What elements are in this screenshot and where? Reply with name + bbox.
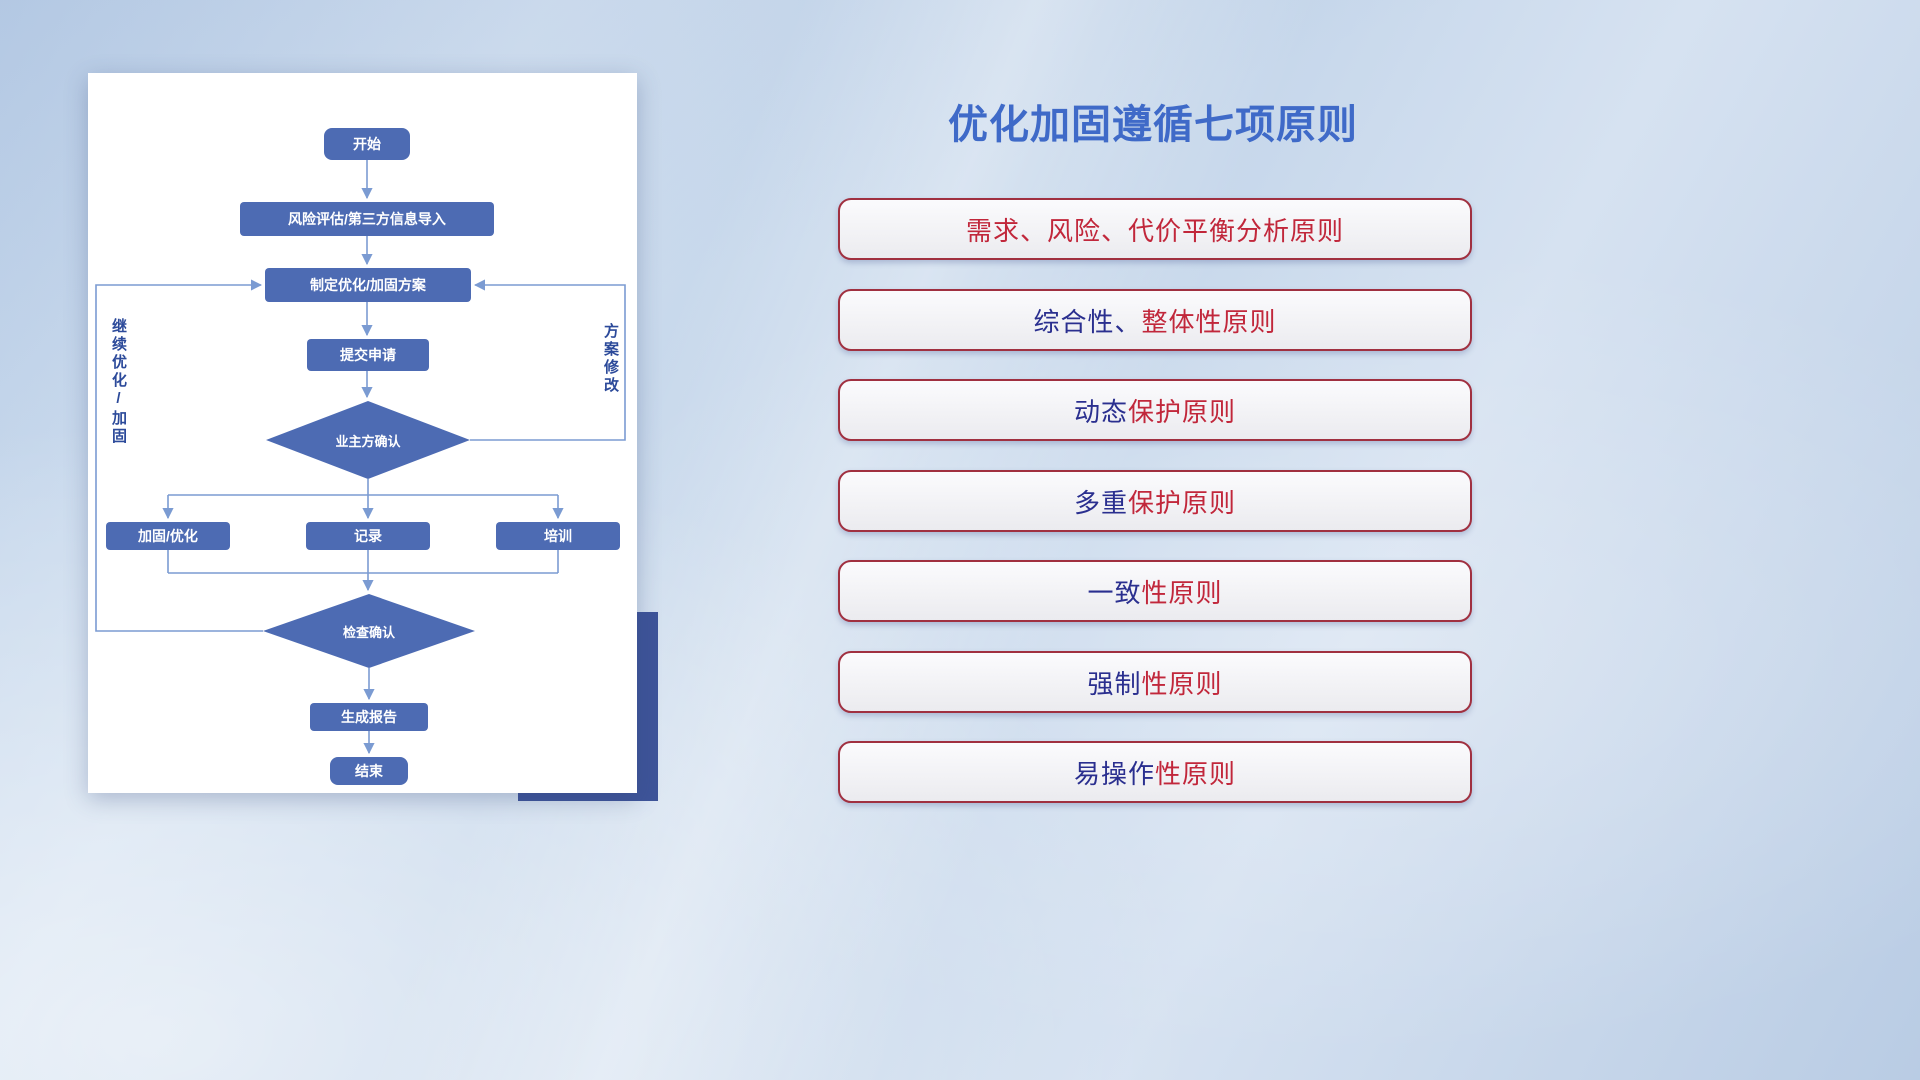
flow-node-submit-application: 提交申请 [307,339,429,371]
flow-node-end: 结束 [330,757,408,785]
principle-item-4: 多重保护原则 [838,470,1472,532]
flow-node-generate-report: 生成报告 [310,703,428,731]
principle-text-red: 性原则 [1141,577,1223,608]
principle-text-red: 性原则 [1155,758,1237,789]
flow-label-continue-optimize: 继续优化/加固 [110,318,127,446]
principle-item-1: 需求、风险、代价平衡分析原则 [838,198,1472,260]
principle-text-blue: 易操作 [1073,758,1155,789]
principle-item-6: 强制性原则 [838,651,1472,713]
principle-text-blue: 一致 [1087,577,1142,608]
flow-node-start: 开始 [324,128,410,160]
principle-text-red: 保护原则 [1128,396,1237,427]
principle-text-red: 保护原则 [1128,487,1237,518]
principle-text-blue: 综合性、 [1033,306,1142,337]
principle-text-blue: 多重 [1073,487,1128,518]
principle-text-blue: 强制 [1087,668,1142,699]
flow-node-harden-optimize: 加固/优化 [106,522,230,550]
flow-node-record: 记录 [306,522,430,550]
flow-connectors [95,160,626,755]
principle-item-5: 一致性原则 [838,560,1472,622]
principle-text-red: 整体性原则 [1141,306,1277,337]
principle-text-blue: 动态 [1073,396,1128,427]
flow-node-risk-assessment: 风险评估/第三方信息导入 [240,202,494,236]
flowchart-card: 开始 风险评估/第三方信息导入 制定优化/加固方案 提交申请 业主方确认 加固/… [88,73,637,793]
principle-item-2: 综合性、整体性原则 [838,289,1472,351]
principle-text-red: 性原则 [1141,668,1223,699]
flow-node-make-plan: 制定优化/加固方案 [265,268,471,302]
flow-label-plan-revision: 方案修改 [602,323,619,395]
flow-node-training: 培训 [496,522,620,550]
principle-text-red: 需求、风险、代价平衡分析原则 [965,215,1344,246]
principle-item-3: 动态保护原则 [838,379,1472,441]
principle-item-7: 易操作性原则 [838,741,1472,803]
page-title: 优化加固遵循七项原则 [948,103,1358,147]
